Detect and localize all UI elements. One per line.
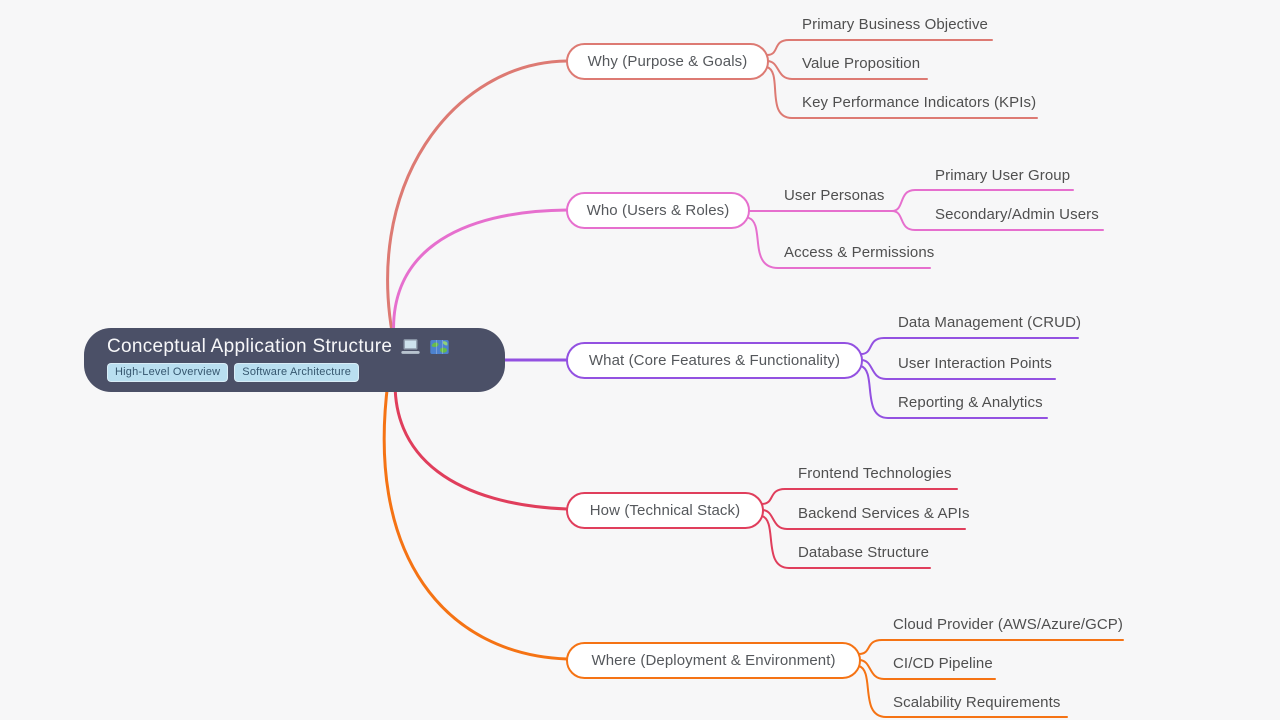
node-cloud-provider[interactable]: Cloud Provider (AWS/Azure/GCP) [893, 616, 1124, 633]
branch-node-who[interactable]: Who (Users & Roles) [566, 192, 750, 229]
branch-link-who [392, 208, 569, 358]
node-access-permissions[interactable]: Access & Permissions [784, 244, 935, 261]
node-primary-user-group[interactable]: Primary User Group [935, 167, 1071, 184]
node-user-interaction-points[interactable]: User Interaction Points [898, 355, 1053, 372]
node-reporting-analytics[interactable]: Reporting & Analytics [898, 394, 1043, 411]
node-database-structure[interactable]: Database Structure [798, 544, 930, 561]
link-how-child-3 [761, 515, 931, 569]
node-cicd-pipeline[interactable]: CI/CD Pipeline [893, 655, 993, 672]
node-primary-business-objective[interactable]: Primary Business Objective [802, 16, 988, 33]
branch-node-why-label: Why (Purpose & Goals) [587, 53, 748, 70]
branch-link-how [393, 366, 569, 511]
node-data-management-crud[interactable]: Data Management (CRUD) [898, 314, 1082, 331]
link-how-child-1 [761, 488, 958, 505]
link-where-child-2 [858, 659, 996, 680]
link-what-child-1 [860, 337, 1079, 355]
node-value-proposition[interactable]: Value Proposition [802, 55, 921, 72]
tag-software-architecture[interactable]: Software Architecture [234, 363, 360, 382]
link-user-personas-sub-2 [891, 210, 1104, 231]
branch-link-why [386, 59, 569, 354]
branch-node-what-label: What (Core Features & Functionality) [588, 352, 841, 369]
tag-high-level-overview[interactable]: High-Level Overview [107, 363, 229, 382]
root-tags: High-Level Overview Software Architectur… [107, 363, 505, 382]
branch-node-where-label: Where (Deployment & Environment) [591, 652, 836, 669]
link-why-child-3 [766, 66, 1038, 119]
node-secondary-admin-users[interactable]: Secondary/Admin Users [935, 206, 1099, 223]
node-frontend-technologies[interactable]: Frontend Technologies [798, 465, 952, 482]
node-backend-services-apis[interactable]: Backend Services & APIs [798, 505, 970, 522]
branch-node-where[interactable]: Where (Deployment & Environment) [566, 642, 861, 679]
root-node[interactable]: Conceptual Application Structure [84, 328, 505, 392]
branch-node-how-label: How (Technical Stack) [589, 502, 741, 519]
link-where-child-3 [858, 665, 1068, 718]
link-what-child-3 [860, 365, 1048, 419]
root-title-text: Conceptual Application Structure [107, 336, 393, 357]
node-key-performance-indicators[interactable]: Key Performance Indicators (KPIs) [802, 94, 1037, 111]
link-why-child-2 [766, 60, 928, 80]
root-title: Conceptual Application Structure [107, 336, 505, 358]
branch-node-who-label: Who (Users & Roles) [586, 202, 730, 219]
node-user-personas[interactable]: User Personas [784, 187, 885, 204]
link-who-access [748, 217, 931, 269]
laptop-icon [400, 338, 421, 356]
link-where-child-1 [858, 639, 1124, 655]
link-user-personas-sub-1 [891, 189, 1074, 212]
branch-node-how[interactable]: How (Technical Stack) [566, 492, 764, 529]
world-map-icon [429, 338, 450, 356]
node-scalability-requirements[interactable]: Scalability Requirements [893, 694, 1061, 711]
link-why-child-1 [766, 39, 993, 56]
link-what-child-2 [860, 359, 1056, 380]
branch-node-what[interactable]: What (Core Features & Functionality) [566, 342, 863, 379]
link-how-child-2 [761, 509, 966, 530]
branch-link-where [382, 366, 569, 661]
branch-node-why[interactable]: Why (Purpose & Goals) [566, 43, 769, 80]
